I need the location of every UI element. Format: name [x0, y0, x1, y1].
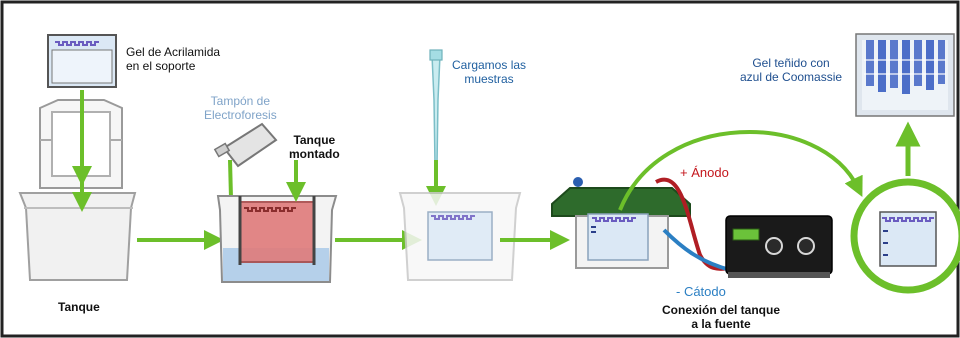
label-tampon: Tampón de Electroforesis — [204, 94, 277, 122]
label-gel-tenido: Gel teñido con azul de Coomassie — [740, 56, 842, 84]
label-cargamos-line1: Cargamos las — [452, 58, 527, 72]
tank-icon — [18, 192, 137, 281]
red-cable — [655, 177, 731, 271]
assembled-tank-icon — [216, 195, 338, 283]
label-conexion-line2: a la fuente — [691, 317, 751, 331]
label-tampon-line1: Tampón de — [210, 94, 271, 108]
label-anodo-text: + Ánodo — [680, 165, 729, 180]
power-supply-icon — [725, 215, 833, 278]
buffer-bottle-icon — [213, 122, 278, 168]
label-cargamos-line2: muestras — [464, 72, 514, 86]
label-tanque-montado-line1: Tanque — [293, 133, 336, 147]
label-gel-soporte-line2: en el soporte — [126, 59, 196, 73]
label-catodo-text: - Cátodo — [676, 284, 726, 299]
label-gel-tenido-line2: azul de Coomassie — [740, 70, 843, 84]
label-catodo: - Cátodo — [676, 285, 726, 299]
label-conexion: Conexión del tanque a la fuente — [662, 303, 780, 331]
zoomed-gel-icon — [879, 211, 937, 267]
blue-cable — [662, 228, 731, 272]
stained-gel-icon — [855, 33, 955, 117]
loading-tank-icon — [398, 192, 522, 281]
label-cargamos: Cargamos las muestras — [452, 58, 526, 86]
label-tanque-montado: Tanque montado — [289, 133, 340, 161]
label-gel-soporte: Gel de Acrilamida en el soporte — [126, 45, 220, 73]
label-tampon-line2: Electroforesis — [204, 108, 277, 122]
label-tanque: Tanque — [58, 300, 100, 314]
gel-holder-icon — [47, 34, 117, 88]
label-conexion-line1: Conexión del tanque — [662, 303, 781, 317]
label-tanque-montado-line2: montado — [289, 147, 340, 161]
label-gel-soporte-line1: Gel de Acrilamida — [126, 45, 221, 59]
lid-tank-icon — [551, 177, 691, 269]
pipette-icon — [429, 49, 443, 166]
arrow-to-result — [618, 130, 863, 211]
label-anodo: + Ánodo — [680, 166, 729, 180]
label-tanque-text: Tanque — [58, 300, 100, 314]
label-gel-tenido-line1: Gel teñido con — [752, 56, 830, 70]
